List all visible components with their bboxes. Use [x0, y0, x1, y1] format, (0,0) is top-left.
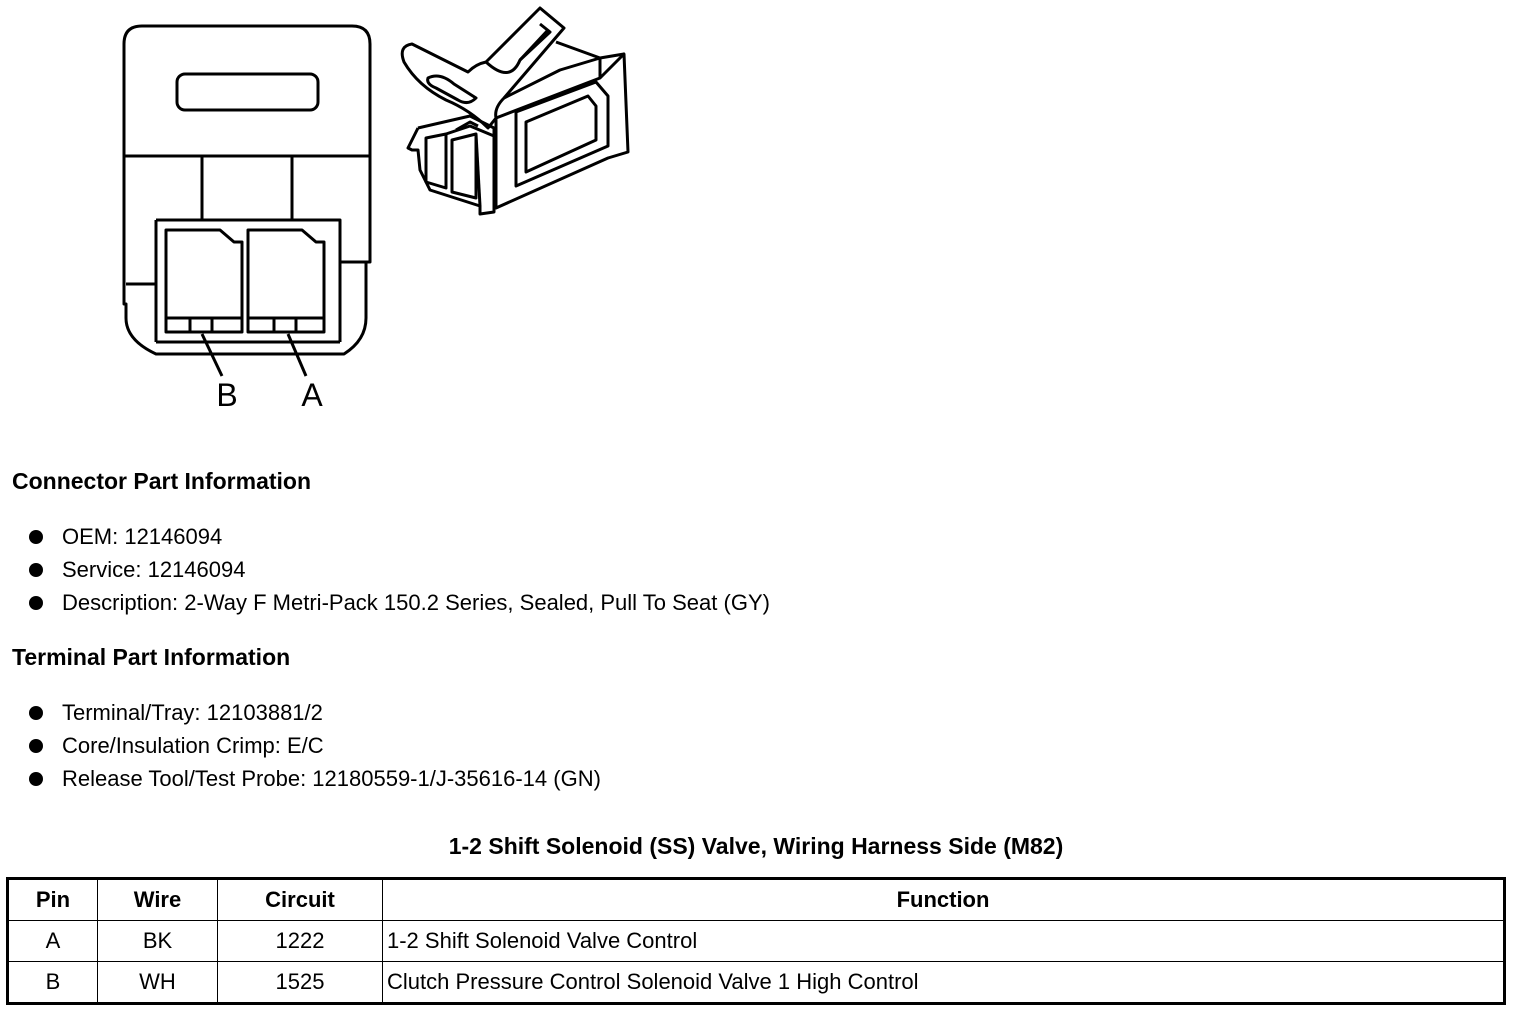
connector-front-view [122, 24, 372, 377]
bullet-icon [29, 596, 43, 610]
table-row: B WH 1525 Clutch Pressure Control Soleno… [7, 961, 1505, 1004]
cell-wire: BK [97, 920, 218, 962]
cell-circuit: 1222 [217, 920, 383, 962]
list-item-text: Service: 12146094 [62, 557, 246, 582]
list-item: Service: 12146094 [28, 553, 770, 586]
bullet-icon [29, 772, 43, 786]
connector-info-list: OEM: 12146094 Service: 12146094 Descript… [28, 520, 770, 619]
table-title: 1-2 Shift Solenoid (SS) Valve, Wiring Ha… [448, 833, 1064, 859]
bullet-icon [29, 739, 43, 753]
list-item: Core/Insulation Crimp: E/C [28, 729, 601, 762]
list-item-text: Release Tool/Test Probe: 12180559-1/J-35… [62, 766, 601, 791]
list-item: Description: 2-Way F Metri-Pack 150.2 Se… [28, 586, 770, 619]
terminal-info-heading: Terminal Part Information [12, 644, 291, 670]
pin-label-b: B [216, 377, 237, 413]
cell-circuit: 1525 [217, 961, 383, 1004]
column-header-function: Function [382, 878, 1505, 921]
list-item: Terminal/Tray: 12103881/2 [28, 696, 601, 729]
list-item-text: Core/Insulation Crimp: E/C [62, 733, 324, 758]
list-item-text: Terminal/Tray: 12103881/2 [62, 700, 323, 725]
cell-pin: B [7, 961, 98, 1004]
connector-info-heading: Connector Part Information [12, 468, 312, 494]
column-header-wire: Wire [97, 878, 218, 921]
pinout-table: Pin Wire Circuit Function A BK 1222 1-2 … [6, 877, 1506, 1005]
bullet-icon [29, 563, 43, 577]
cell-wire: WH [97, 961, 218, 1004]
cell-function: 1-2 Shift Solenoid Valve Control [382, 920, 1505, 962]
column-header-circuit: Circuit [217, 878, 383, 921]
cell-function: Clutch Pressure Control Solenoid Valve 1… [382, 961, 1505, 1004]
bullet-icon [29, 706, 43, 720]
bullet-icon [29, 530, 43, 544]
list-item: Release Tool/Test Probe: 12180559-1/J-35… [28, 762, 601, 795]
list-item-text: Description: 2-Way F Metri-Pack 150.2 Se… [62, 590, 770, 615]
list-item-text: OEM: 12146094 [62, 524, 223, 549]
cell-pin: A [7, 920, 98, 962]
column-header-pin: Pin [7, 878, 98, 921]
connector-isometric-view [400, 6, 630, 216]
connector-diagram: B A [122, 6, 630, 413]
table-header-row: Pin Wire Circuit Function [7, 878, 1505, 921]
table-row: A BK 1222 1-2 Shift Solenoid Valve Contr… [7, 920, 1505, 962]
pin-label-a: A [301, 377, 323, 413]
terminal-info-list: Terminal/Tray: 12103881/2 Core/Insulatio… [28, 696, 601, 795]
list-item: OEM: 12146094 [28, 520, 770, 553]
